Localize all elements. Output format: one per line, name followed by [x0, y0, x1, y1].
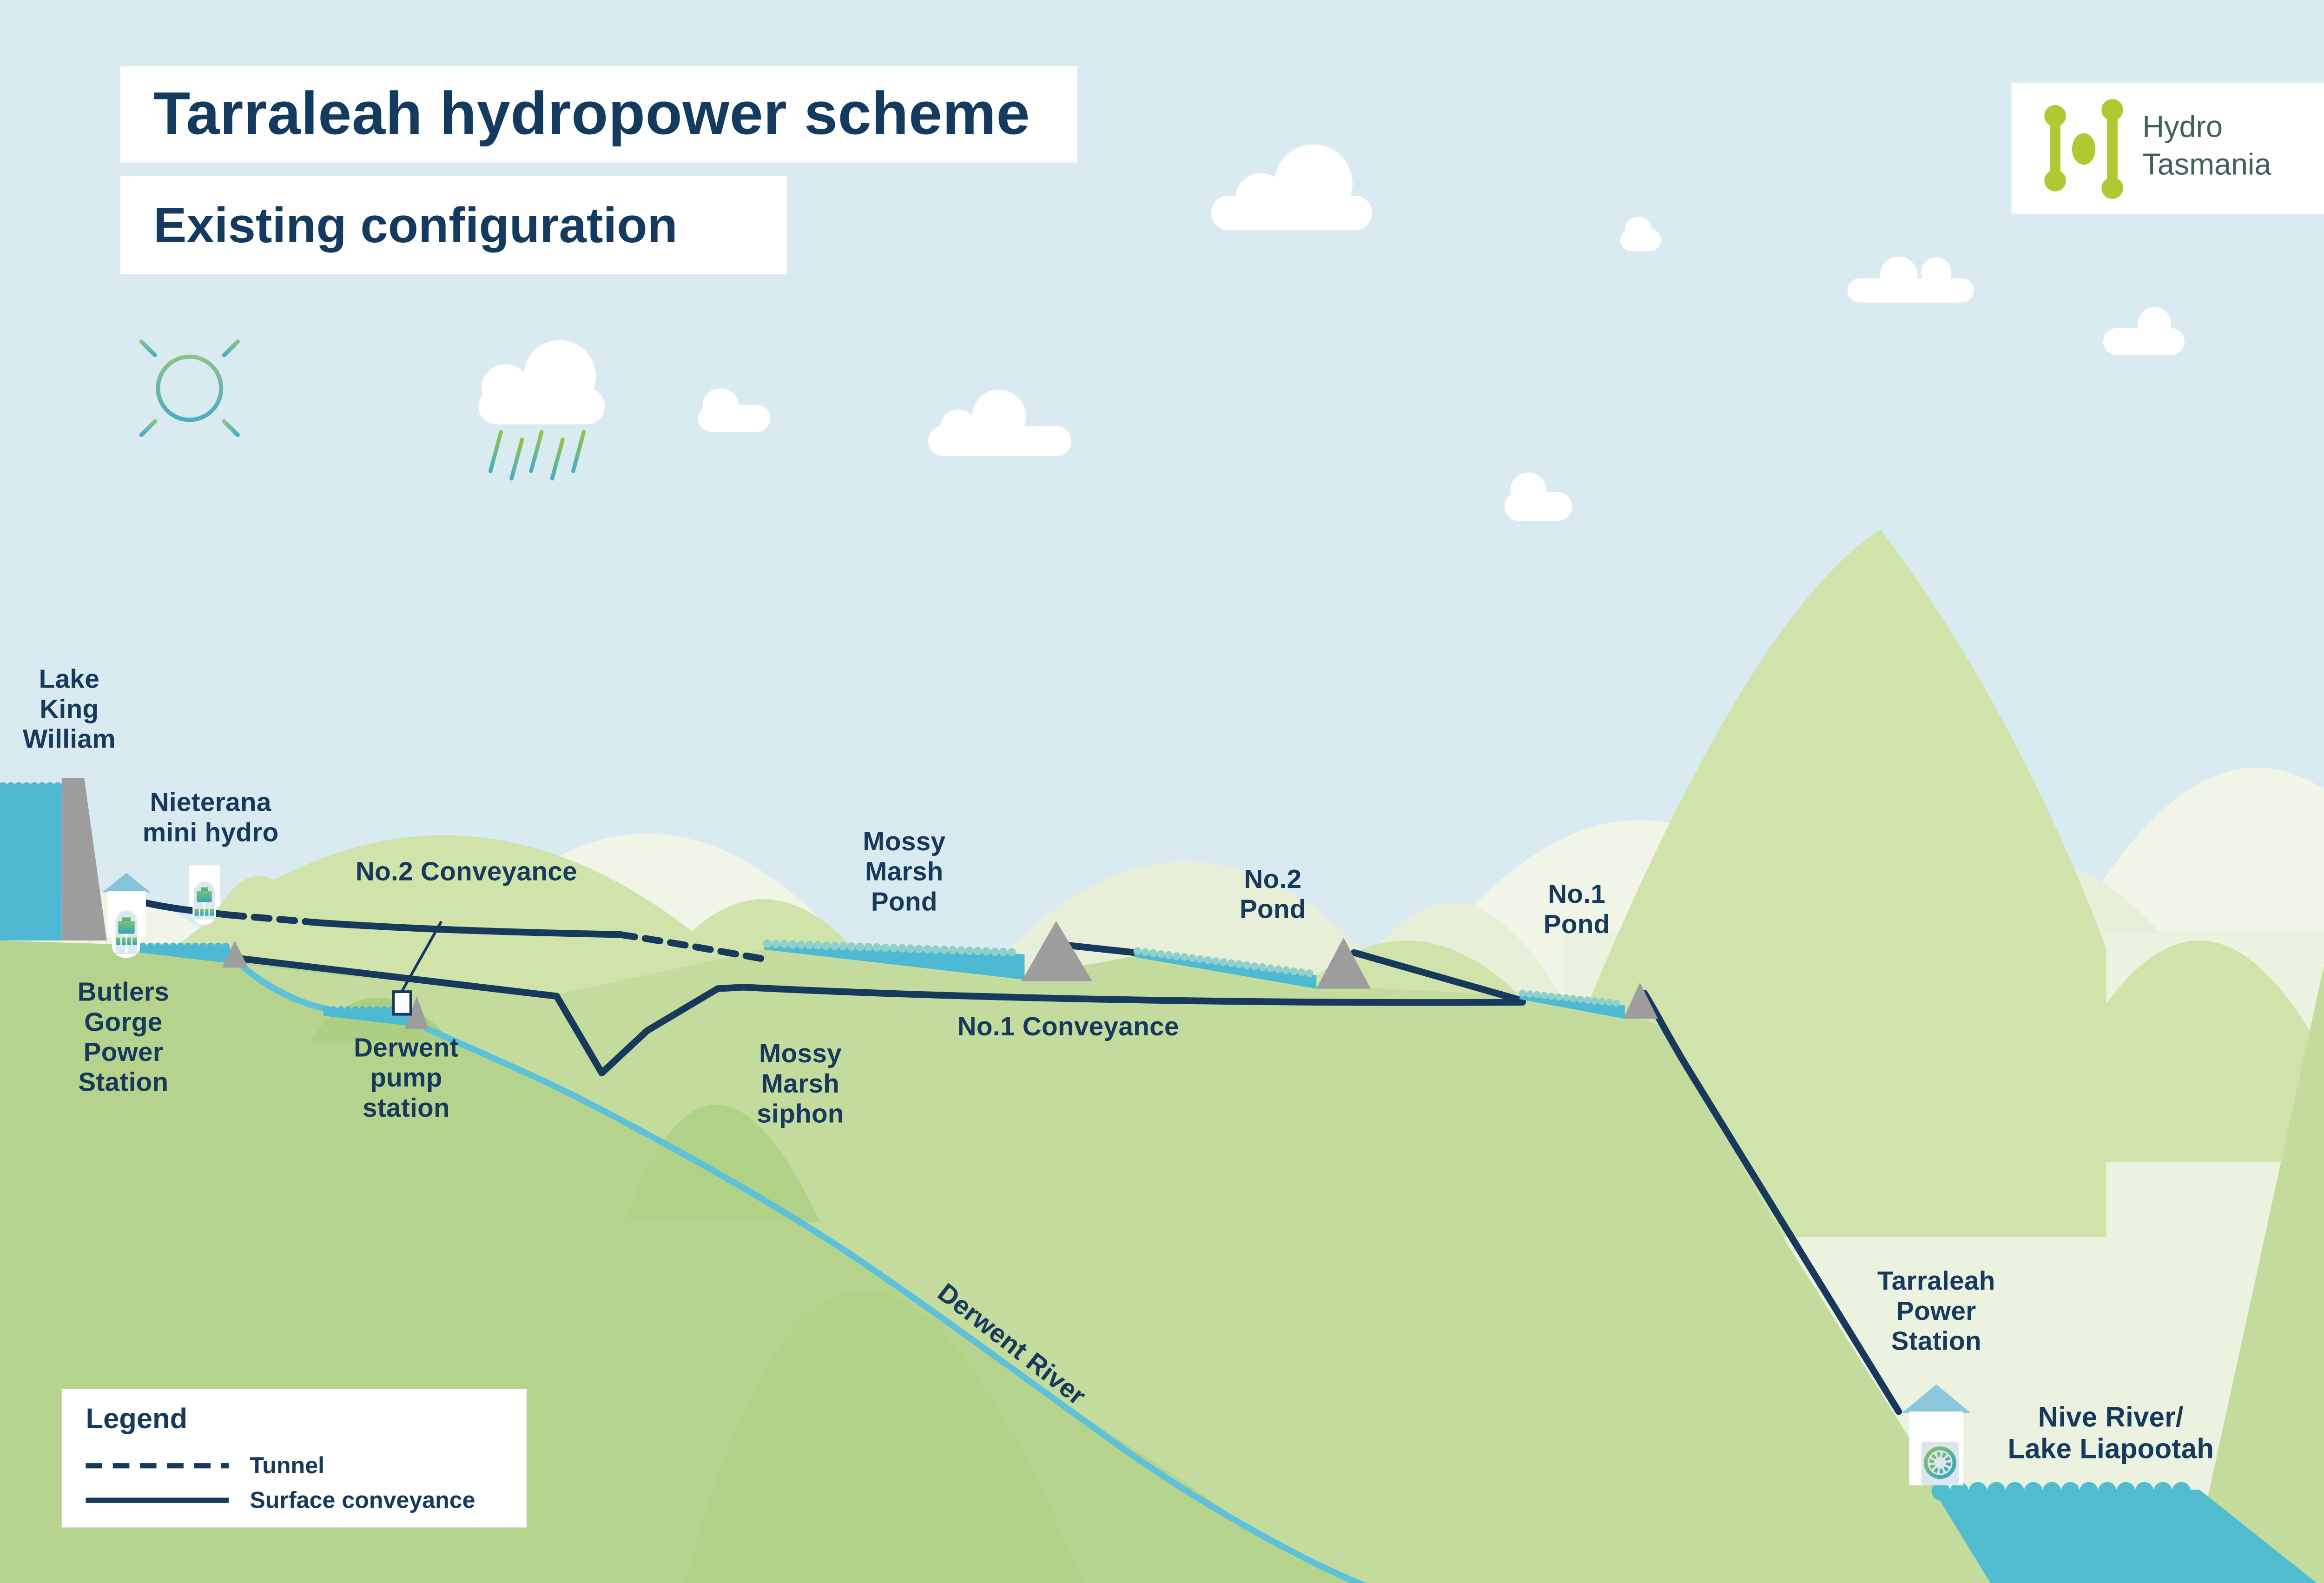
mossy-dam-outlet-line: [1062, 941, 1138, 956]
label-nive-river: Nive River/ Lake Liapootah: [2007, 1401, 2214, 1464]
page-subtitle: Existing configuration: [153, 196, 678, 252]
legend-title: Legend: [86, 1404, 188, 1436]
power-station-icon: [189, 865, 220, 925]
penstock-line: [1641, 990, 1902, 1415]
turbine-icon: [194, 886, 214, 921]
label-no2-pond: No.2 Pond: [1239, 863, 1306, 924]
cloud-icon: [698, 388, 771, 432]
no2-dam-outlet-line: [1350, 949, 1526, 1004]
label-nieterana: Nieterana mini hydro: [142, 787, 279, 848]
logo-panel: Hydro Tasmania: [2011, 83, 2324, 214]
label-mossy-marsh-pond: Mossy Marsh Pond: [863, 826, 946, 916]
label-tarraleah-power-station: Tarraleah Power Station: [1877, 1265, 1995, 1356]
logo-mark-icon: [2044, 99, 2123, 199]
dam-icon: [61, 778, 107, 941]
label-no1-conveyance: No.1 Conveyance: [957, 1011, 1179, 1041]
page-title: Tarraleah hydropower scheme: [153, 80, 1030, 147]
power-station-icon: [1901, 1384, 1971, 1485]
no2-tunnel-dashed: [225, 911, 320, 926]
weir-icon: [404, 996, 429, 1030]
cloud-icon: [928, 390, 1071, 456]
pump-connector-line: [400, 921, 442, 994]
no2-pond-water: [1134, 951, 1317, 989]
cloud-icon: [1504, 472, 1572, 521]
label-derwent-pump: Derwent pump station: [354, 1032, 459, 1123]
lake-liapootah-water: [1933, 1490, 2317, 1583]
subtitle-panel: Existing configuration: [120, 176, 787, 274]
dams: [61, 778, 1658, 1030]
ground-light-wedge: [240, 949, 1991, 1583]
rain-cloud-icon: [478, 340, 605, 481]
sun-icon: [125, 317, 254, 460]
cloud-icon: [1211, 144, 1373, 231]
weir-icon: [223, 941, 249, 968]
cloud-icon: [1620, 217, 1661, 252]
power-station-icon: [102, 873, 151, 958]
no1-conveyance-line: [237, 955, 1526, 1077]
label-no1-pond: No.1 Pond: [1543, 879, 1610, 939]
pump-station-icon: [392, 990, 412, 1016]
logo-brand-text: Hydro Tasmania: [2142, 111, 2271, 183]
legend-panel: Legend Tunnel Surface conveyance: [61, 1389, 527, 1528]
cloud-icon: [1847, 256, 1974, 303]
label-mossy-marsh-siphon: Mossy Marsh siphon: [757, 1038, 844, 1129]
lake-king-william-water: [0, 787, 62, 941]
label-lake-king-william: Lake King William: [22, 663, 116, 754]
no2-conveyance-line: [142, 899, 232, 919]
cloud-icon: [2103, 307, 2185, 355]
legend-item-surface: Surface conveyance: [250, 1488, 475, 1514]
no1-pond-water: [1519, 993, 1625, 1019]
clouds: [698, 144, 2185, 521]
no2-tunnel-dashed: [616, 931, 765, 962]
title-panel: Tarraleah hydropower scheme: [120, 66, 1077, 163]
no2-conveyance-line: [312, 919, 623, 938]
ground-right: [2207, 965, 2324, 1583]
rain-streaks: [489, 430, 586, 481]
butlers-pond-water: [140, 947, 241, 965]
water-bodies: [0, 782, 2317, 1583]
legend-item-tunnel: Tunnel: [250, 1453, 325, 1479]
conveyance-lines: [142, 899, 1902, 1415]
weir-icon: [1316, 937, 1371, 989]
weir-icon: [1021, 921, 1092, 981]
label-butlers-gorge: Butlers Gorge Power Station: [77, 976, 170, 1097]
turbine-icon: [1924, 1446, 1956, 1479]
weir-icon: [1623, 982, 1658, 1019]
label-no2-conveyance: No.2 Conveyance: [355, 856, 577, 887]
turbine-icon: [116, 916, 137, 953]
